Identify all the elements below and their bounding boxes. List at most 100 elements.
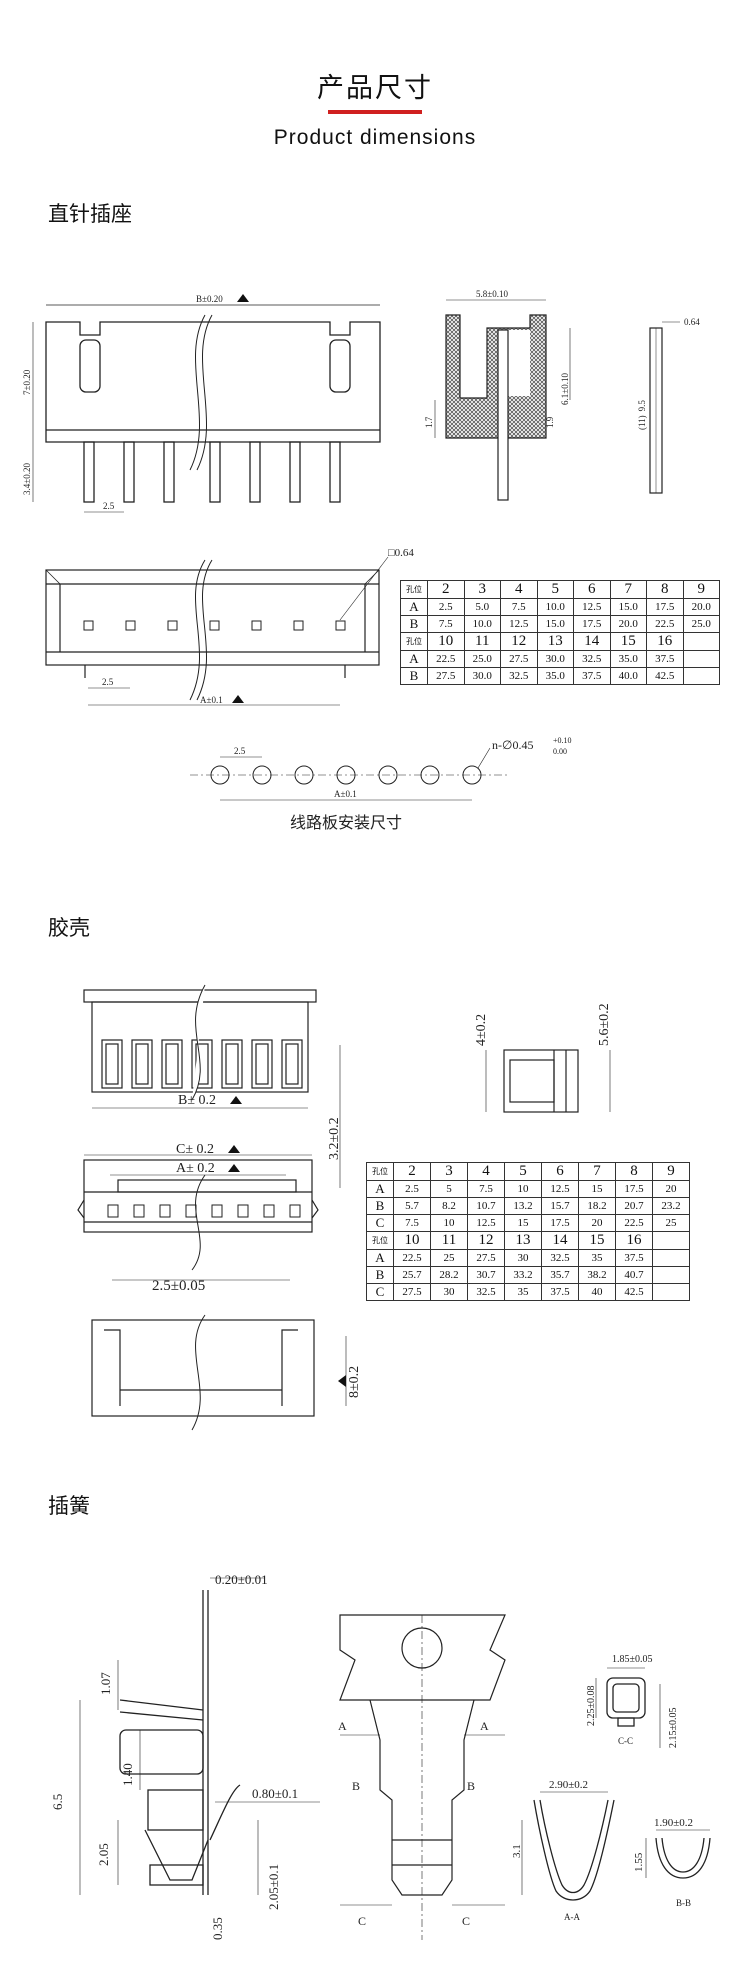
dim-aa-width: 2.90±0.2 xyxy=(549,1779,588,1791)
table-cell: 32.5 xyxy=(500,667,538,685)
table-cell: 42.5 xyxy=(646,667,684,685)
table-cell: 10.7 xyxy=(467,1197,505,1215)
dim-pitch-front: 2.5 xyxy=(103,501,115,511)
table-cell: 25 xyxy=(430,1249,468,1267)
table-cell: 10 xyxy=(504,1180,542,1198)
label-cc: C-C xyxy=(618,1736,633,1746)
table-cell: 10 xyxy=(430,1214,468,1232)
dim-a-bottom: A±0.1 xyxy=(200,695,223,705)
dim-housing-pitch: 2.5±0.05 xyxy=(152,1278,205,1294)
terminal-section-aa xyxy=(521,1791,615,1901)
table-cell: 25.7 xyxy=(393,1266,431,1284)
table-cell: 10.0 xyxy=(463,615,501,633)
section-a-left: A xyxy=(338,1719,347,1733)
table-cell: 17.5 xyxy=(541,1214,579,1232)
section-b-right: B xyxy=(467,1779,475,1793)
table-cell: 14 xyxy=(541,1231,579,1250)
table-cell: B xyxy=(366,1197,394,1215)
section-c-left: C xyxy=(358,1914,366,1928)
table-cell: 10 xyxy=(427,632,465,651)
table-cell xyxy=(652,1283,690,1301)
pin-squares xyxy=(83,620,346,631)
table-cell: 7 xyxy=(578,1162,616,1181)
table-cell: A xyxy=(400,598,428,616)
table-cell: A xyxy=(366,1180,394,1198)
table-cell: 27.5 xyxy=(427,667,465,685)
table-cell: 16 xyxy=(646,632,684,651)
table-cell: 3 xyxy=(430,1162,468,1181)
table-cell: 22.5 xyxy=(427,650,465,668)
table-cell: 7 xyxy=(609,580,647,599)
terminal-section-cc xyxy=(595,1667,661,1748)
page-subtitle: Product dimensions xyxy=(273,126,477,149)
table-cell: 8 xyxy=(646,580,684,599)
table-cell: 15 xyxy=(504,1214,542,1232)
table-cell: C xyxy=(366,1283,394,1301)
section-title-housing: 胶壳 xyxy=(48,916,90,940)
table-cell xyxy=(652,1249,690,1267)
dim-terminal-035: 0.35 xyxy=(210,1917,225,1940)
table-cell: 35.7 xyxy=(541,1266,579,1284)
terminal-section-bb xyxy=(645,1829,711,1879)
header-side-view xyxy=(434,299,571,501)
table-cell: 30 xyxy=(504,1249,542,1267)
triangle-marker-icon xyxy=(338,1375,346,1387)
table-cell: 22.5 xyxy=(646,615,684,633)
dim-housing-c: C± 0.2 xyxy=(176,1142,214,1157)
table-cell: 7.5 xyxy=(467,1180,505,1198)
dim-housing-side-w: 5.6±0.2 xyxy=(597,1003,612,1046)
table-cell: 15 xyxy=(578,1180,616,1198)
header-front-view xyxy=(32,304,381,513)
table-cell: 20.7 xyxy=(615,1197,653,1215)
table-cell: 20 xyxy=(652,1180,690,1198)
table-cell: 23.2 xyxy=(652,1197,690,1215)
table-cell: B xyxy=(366,1266,394,1284)
table-cell: 27.5 xyxy=(500,650,538,668)
table-cell: 28.2 xyxy=(430,1266,468,1284)
triangle-marker-icon xyxy=(237,294,249,302)
table-cell: 15.0 xyxy=(609,598,647,616)
section-title-terminal: 插簧 xyxy=(48,1494,90,1518)
table-cell: 37.5 xyxy=(541,1283,579,1301)
table-cell: 35 xyxy=(578,1249,616,1267)
table-cell: 2.5 xyxy=(427,598,465,616)
table-cell: 30.7 xyxy=(467,1266,505,1284)
dim-terminal-65: 6.5 xyxy=(50,1794,65,1810)
table-cell: 15 xyxy=(578,1231,616,1250)
dim-housing-a: A± 0.2 xyxy=(176,1161,215,1176)
table-cell: 8 xyxy=(615,1162,653,1181)
table-cell: 30.0 xyxy=(463,667,501,685)
table-cell: 40.0 xyxy=(609,667,647,685)
table-cell: B xyxy=(400,667,428,685)
dim-side-mid: 1.9 xyxy=(545,416,555,428)
table-cell: 35.0 xyxy=(536,667,574,685)
table-cell: 17.5 xyxy=(646,598,684,616)
triangle-marker-icon xyxy=(232,695,244,703)
table-cell: 35.0 xyxy=(609,650,647,668)
table-cell: 5.7 xyxy=(393,1197,431,1215)
header-top-view xyxy=(45,556,389,706)
dim-pin-thick: 0.64 xyxy=(684,317,700,327)
table-cell: 孔位 xyxy=(400,632,428,651)
table-cell: 孔位 xyxy=(366,1162,394,1181)
table-cell: 10.0 xyxy=(536,598,574,616)
table-cell: 35 xyxy=(504,1283,542,1301)
housing-side-view xyxy=(485,1049,611,1113)
section-b-left: B xyxy=(352,1779,360,1793)
table-cell: C xyxy=(366,1214,394,1232)
header-pins-front xyxy=(83,441,341,503)
dim-terminal-205: 2.05 xyxy=(96,1843,111,1866)
dim-housing-height: 3.2±0.2 xyxy=(327,1117,342,1160)
table-cell: A xyxy=(366,1249,394,1267)
